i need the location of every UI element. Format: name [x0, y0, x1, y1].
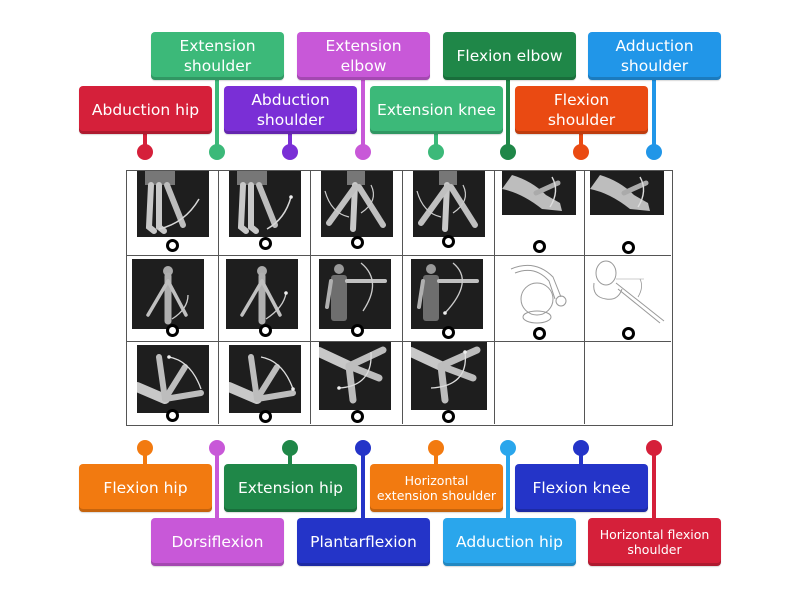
connector-dot[interactable] [500, 144, 516, 160]
connector-stem [652, 80, 656, 146]
photo-legs-swing-in [229, 171, 301, 237]
grid-cell [219, 171, 311, 256]
grid-cell [311, 342, 403, 424]
photo-elbow-straighten [229, 345, 301, 413]
connector-stem [143, 134, 147, 146]
photo-arm-back-side [132, 259, 204, 329]
drop-target[interactable] [259, 324, 272, 337]
connector-stem [215, 450, 219, 518]
connector-dot[interactable] [282, 440, 298, 456]
label-plantarflexion[interactable]: Plantarflexion [297, 518, 430, 566]
grid-cell [219, 342, 311, 424]
connector-dot[interactable] [355, 144, 371, 160]
connector-stem [434, 134, 438, 146]
drop-target[interactable] [442, 326, 455, 339]
connector-dot[interactable] [646, 144, 662, 160]
connector-stem [288, 134, 292, 146]
label-extension-shoulder[interactable]: Extension shoulder [151, 32, 284, 80]
grid-cell [403, 342, 495, 424]
drop-target[interactable] [166, 409, 179, 422]
grid-cell [127, 171, 219, 256]
label-extension-hip[interactable]: Extension hip [224, 464, 357, 512]
photo-foot-up [502, 171, 576, 215]
image-grid [126, 170, 673, 426]
photo-knee-bend [319, 342, 391, 410]
drop-target[interactable] [622, 327, 635, 340]
drop-target[interactable] [259, 410, 272, 423]
connector-stem [652, 450, 656, 518]
photo-legs-swing-back [137, 171, 209, 237]
connector-dot[interactable] [428, 144, 444, 160]
grid-cell [403, 171, 495, 256]
photo-foot-down [590, 171, 664, 215]
connector-stem [506, 80, 510, 146]
photo-arm-forward-side [226, 259, 298, 329]
label-horizontal-flexion-shoulder[interactable]: Horizontal flexion shoulder [588, 518, 721, 566]
grid-cell [127, 342, 219, 424]
drop-target[interactable] [166, 324, 179, 337]
connector-stem [434, 450, 438, 464]
connector-dot[interactable] [137, 144, 153, 160]
label-abduction-hip[interactable]: Abduction hip [79, 86, 212, 134]
connector-stem [288, 450, 292, 464]
drop-target[interactable] [351, 324, 364, 337]
grid-cell [127, 256, 219, 342]
connector-dot[interactable] [428, 440, 444, 456]
photo-leg-raise-out-a [321, 171, 393, 237]
drop-target[interactable] [351, 410, 364, 423]
photo-leg-raise-out-b [413, 171, 485, 237]
connector-stem [361, 80, 365, 146]
drop-target[interactable] [533, 327, 546, 340]
grid-cell [495, 256, 585, 342]
label-flexion-shoulder[interactable]: Flexion shoulder [515, 86, 648, 134]
connector-dot[interactable] [137, 440, 153, 456]
grid-cell [311, 171, 403, 256]
drop-target[interactable] [622, 241, 635, 254]
label-flexion-elbow[interactable]: Flexion elbow [443, 32, 576, 80]
photo-arm-lower-side [411, 259, 483, 329]
label-extension-elbow[interactable]: Extension elbow [297, 32, 430, 80]
drop-target[interactable] [259, 237, 272, 250]
photo-elbow-bend [137, 345, 209, 413]
connector-dot[interactable] [355, 440, 371, 456]
connector-dot[interactable] [500, 440, 516, 456]
drop-target[interactable] [442, 235, 455, 248]
connector-dot[interactable] [209, 440, 225, 456]
drop-target[interactable] [166, 239, 179, 252]
grid-cell-empty [495, 342, 585, 424]
label-extension-knee[interactable]: Extension knee [370, 86, 503, 134]
label-horizontal-extension-shoulder[interactable]: Horizontal extension shoulder [370, 464, 503, 512]
grid-cell [403, 256, 495, 342]
grid-cell [585, 171, 671, 256]
grid-cell [495, 171, 585, 256]
photo-knee-straighten [411, 342, 487, 410]
connector-stem [215, 80, 219, 146]
label-adduction-hip[interactable]: Adduction hip [443, 518, 576, 566]
label-flexion-knee[interactable]: Flexion knee [515, 464, 648, 512]
grid-cell [219, 256, 311, 342]
drop-target[interactable] [351, 236, 364, 249]
connector-dot[interactable] [646, 440, 662, 456]
label-dorsiflexion[interactable]: Dorsiflexion [151, 518, 284, 566]
drop-target[interactable] [533, 240, 546, 253]
connector-dot[interactable] [209, 144, 225, 160]
grid-cell-empty [585, 342, 671, 424]
connector-stem [506, 450, 510, 518]
connector-dot[interactable] [573, 144, 589, 160]
connector-stem [579, 450, 583, 464]
connector-dot[interactable] [282, 144, 298, 160]
label-flexion-hip[interactable]: Flexion hip [79, 464, 212, 512]
label-adduction-shoulder[interactable]: Adduction shoulder [588, 32, 721, 80]
connector-stem [143, 450, 147, 464]
grid-cell [311, 256, 403, 342]
grid-cell [585, 256, 671, 342]
connector-dot[interactable] [573, 440, 589, 456]
photo-arm-raise-side [319, 259, 391, 329]
drop-target[interactable] [442, 410, 455, 423]
connector-stem [579, 134, 583, 146]
sketch-arm-forward [588, 259, 668, 327]
sketch-arm-back [505, 259, 575, 327]
connector-stem [361, 450, 365, 518]
label-abduction-shoulder[interactable]: Abduction shoulder [224, 86, 357, 134]
